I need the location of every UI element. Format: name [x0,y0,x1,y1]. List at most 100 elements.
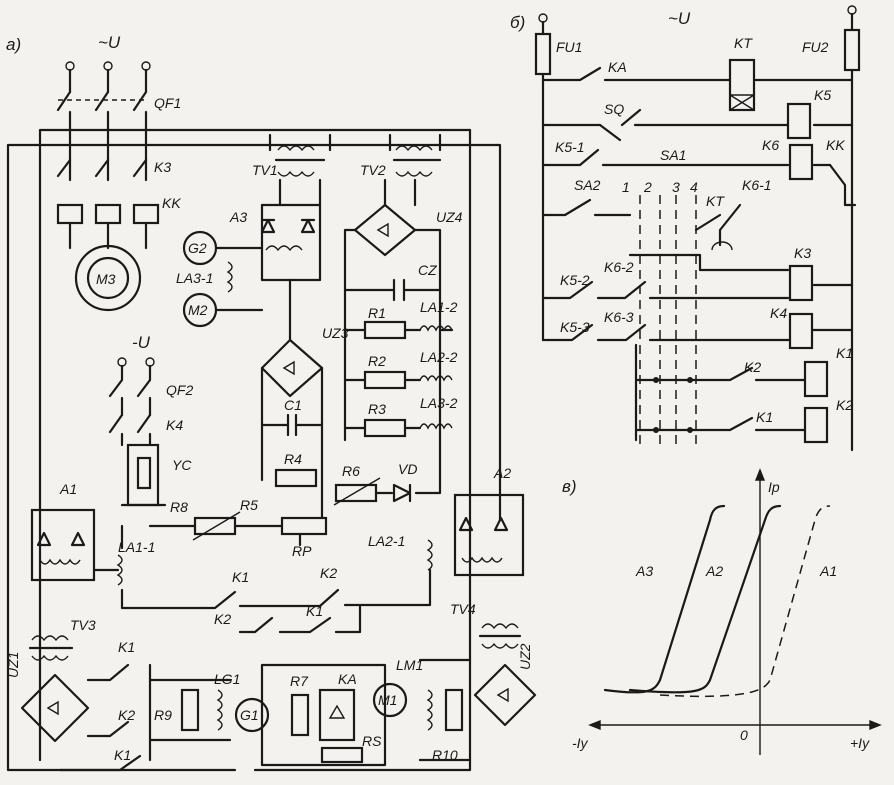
k1-k2-coil-rungs: K1 K2 K2 K1 [634,343,853,444]
ac-supply-label: ~U [98,33,121,52]
r5-resistor: R5 [148,497,284,541]
r2-label: R2 [368,353,386,369]
m3-label: M3 [96,271,116,287]
r9-label: R9 [154,707,172,723]
sa-pos-4: 4 [690,179,698,195]
k1-label-c: K1 [118,639,135,655]
k1-label-d: K1 [114,747,131,763]
g1-m1-loop [260,663,387,767]
supply-terminals [65,61,151,94]
yc-brake-coil: YC [126,443,192,507]
r9-resistor: R9 [154,688,200,732]
b-kt2-label: KT [706,193,725,209]
r2-la2-2-row: R2 LA2-2 [343,349,458,390]
cz-label: CZ [418,262,437,278]
la1-2-label: LA1-2 [420,299,458,315]
la2-1-winding: LA2-1 [368,533,433,571]
a2-amplifier: A2 [453,465,525,577]
characteristic-axes: Iр +Iу -Iу 0 [572,468,882,755]
x-pos-label: +Iу [850,735,870,751]
k5-label: K5 [814,87,831,103]
sa-pos-3: 3 [672,179,680,195]
uz1-label: UZ1 [5,652,21,678]
x-neg-label: -Iу [572,735,589,751]
y-axis-label: Iр [768,479,780,495]
fu1-label: FU1 [556,39,582,55]
lg1-contact-group: K1 K2 K1 [58,639,232,772]
b-kt-label: KT [734,35,753,51]
k1-label-b: K1 [306,603,323,619]
a3-label: A3 [229,209,247,225]
r4-label: R4 [284,451,302,467]
ka-contact-rung: KA [541,59,854,82]
b-k1c-label: K1 [756,409,773,425]
vd-diode: VD [374,438,442,503]
r10-label: R10 [432,747,458,763]
qf1-label: QF1 [154,95,181,111]
k2-label-b: K2 [214,611,231,627]
k6-rung: K6 SA1 KK [541,137,857,207]
uz2-label: UZ2 [517,643,533,670]
uz1-bridge: UZ1 [5,652,90,743]
k4-label: K4 [166,417,183,433]
c1-capacitor: C1 [260,397,324,437]
b-k1-label: K1 [836,345,853,361]
sa-pos-1: 1 [622,179,630,195]
tv1-transformer: TV1 [252,133,332,178]
qf2-breaker: QF2 [108,357,193,417]
tv3-label: TV3 [70,617,96,633]
k6-2-label: K6-2 [604,259,634,275]
panel-b-label: б) [510,13,525,32]
g1-generator: G1 [234,697,270,733]
curve-a2-label: A2 [705,563,723,579]
lm1-label: LM1 [396,657,423,673]
r5-label: R5 [240,497,258,513]
origin-label: 0 [740,727,748,743]
k6-label: K6 [762,137,779,153]
k5-rung: K5 SQ K5-1 [541,87,854,155]
cz-capacitor: CZ [343,262,442,302]
m2-motor: M2 [182,292,218,328]
tv2-transformer: TV2 [360,133,442,178]
k5-1-label: K5-1 [555,139,585,155]
a3-amplifier: A3 [229,178,322,282]
rs-resistor: RS [320,733,382,764]
k3-contacts: K3 [56,158,171,178]
amplifier-curves: A3 A2 A1 [603,504,837,698]
curve-a1-label: A1 [819,563,837,579]
r8-resistor: R8 [120,499,188,515]
k2-label-c: K2 [118,707,135,723]
k3-label: K3 [154,159,171,175]
la3-2-label: LA3-2 [420,395,458,411]
panel-a-right-bus [253,128,472,772]
r1-label: R1 [368,305,386,321]
sq-label: SQ [604,101,624,117]
c1-label: C1 [284,397,302,413]
rp-resistor: RP [280,516,328,559]
curve-a2 [628,504,782,694]
k2-label-a: K2 [320,565,337,581]
b-kk-label: KK [826,137,845,153]
panel-a-label: a) [6,35,21,54]
rs-label: RS [362,733,382,749]
a1-label: A1 [59,481,77,497]
b-k2-label: K2 [836,397,853,413]
b-k4-label: K4 [770,305,787,321]
rp-label: RP [292,543,312,559]
uz3-label: UZ3 [322,325,349,341]
uz3-bridge: UZ3 [260,278,349,522]
sa1-label: SA1 [660,147,686,163]
b-supply-label: ~U [668,9,691,28]
b-k2c-label: K2 [744,359,761,375]
r7-resistor: R7 [290,673,309,737]
la1-1-label: LA1-1 [118,539,155,555]
tv2-label: TV2 [360,162,386,178]
la2-2-label: LA2-2 [420,349,458,365]
la3-1-label: LA3-1 [176,270,213,286]
uz4-label: UZ4 [436,209,463,225]
r1-la1-2-row: R1 LA1-2 [343,299,458,340]
k5-3-label: K5-3 [560,319,590,335]
r8-label: R8 [170,499,188,515]
